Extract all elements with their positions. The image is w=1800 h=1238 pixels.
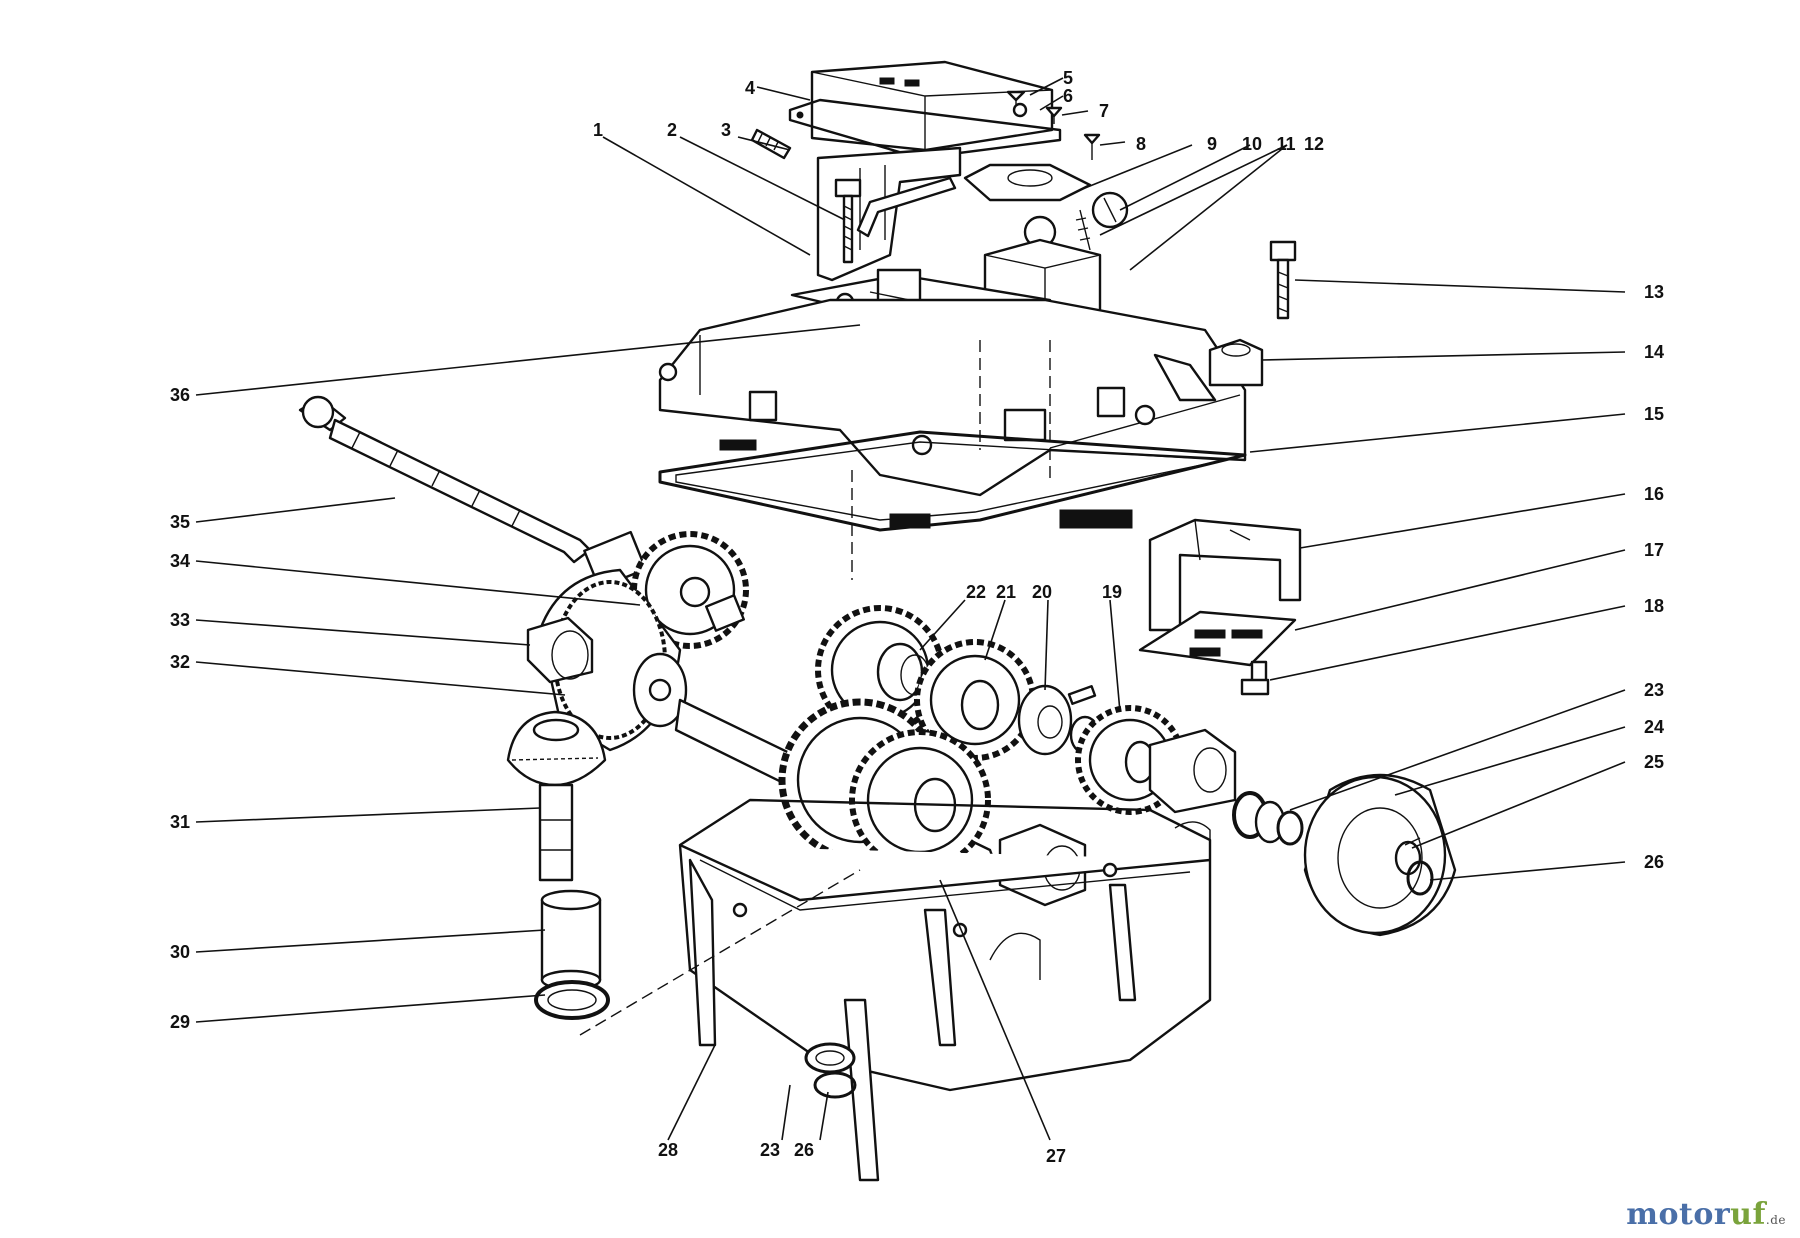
callout-labels: 1 2 3 4 5 6 7 8 9 10 11 12 13 14 15 16 1… [170,68,1664,1166]
bolt-13 [1269,240,1297,320]
seal-ring-lower [804,1042,857,1099]
callout-10: 10 [1242,134,1262,154]
callout-17: 17 [1644,540,1664,560]
gear-21 [914,639,1036,761]
watermark-logo: motoruf.de [1626,1197,1786,1232]
callout-20: 20 [1032,582,1052,602]
callout-8: 8 [1136,134,1146,154]
watermark-part1: motor [1626,1197,1731,1232]
leader-lines [195,77,1626,1141]
seal-29 [534,980,610,1020]
callout-30: 30 [170,942,190,962]
callout-7: 7 [1099,101,1109,121]
snap-ring-26 [1406,860,1434,896]
callout-3: 3 [721,120,731,140]
callout-16: 16 [1644,484,1664,504]
callout-27: 27 [1046,1146,1066,1166]
watermark-part3: .de [1765,1213,1786,1227]
callout-2: 2 [667,120,677,140]
shaft-35 [298,395,647,590]
callout-26: 26 [1644,852,1664,872]
callout-23-lower: 23 [760,1140,780,1160]
gear-34 [631,531,749,649]
callout-32: 32 [170,652,190,672]
callout-12: 12 [1304,134,1324,154]
callout-28: 28 [658,1140,678,1160]
callout-6: 6 [1063,86,1073,106]
callout-18: 18 [1644,596,1664,616]
bolt-18 [1240,660,1270,696]
gear-case-cover [658,298,1247,497]
callout-5: 5 [1063,68,1073,88]
shift-bracket [816,146,962,282]
callout-36: 36 [170,385,190,405]
callout-13: 13 [1644,282,1664,302]
callout-21: 21 [996,582,1016,602]
callout-29: 29 [170,1012,190,1032]
callout-25: 25 [1644,752,1664,772]
cover-box [788,60,1062,160]
callout-9: 9 [1207,134,1217,154]
callout-4: 4 [745,78,755,98]
callout-33: 33 [170,610,190,630]
detent-parts-9-12 [963,163,1129,251]
callout-1: 1 [593,120,603,140]
callout-26-lower: 26 [794,1140,814,1160]
callout-31: 31 [170,812,190,832]
callout-15: 15 [1644,404,1664,424]
gasket-15 [658,430,1247,532]
callout-11: 11 [1276,134,1295,154]
bushing-33 [526,616,594,684]
gear-case-housing [678,798,1212,1182]
screws-5-8 [1006,90,1101,160]
gear-19 [1075,705,1237,815]
callout-35: 35 [170,512,190,532]
bushing-30 [540,889,602,991]
callout-14: 14 [1644,342,1664,362]
watermark-part2: uf [1730,1197,1766,1232]
pin-3 [750,128,792,160]
alignment-lines [579,340,1051,1036]
gear-31-bevel-shaft [506,710,607,882]
bracket-16-17 [1138,518,1302,667]
callout-22: 22 [966,582,986,602]
callout-34: 34 [170,551,190,571]
callout-24: 24 [1644,717,1664,737]
pulley-24 [1303,773,1457,937]
callout-19: 19 [1102,582,1122,602]
boss-14 [1208,338,1264,387]
callout-23: 23 [1644,680,1664,700]
collar-20 [1017,684,1101,756]
bolt-2 [834,178,862,264]
rings-23 [1232,791,1304,846]
